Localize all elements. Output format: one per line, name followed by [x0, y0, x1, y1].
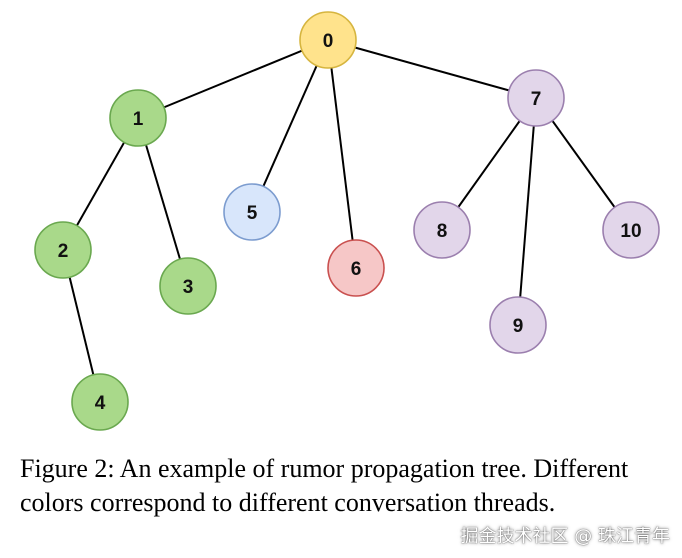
- node-10: 10: [602, 201, 660, 259]
- node-7: 7: [507, 69, 565, 127]
- node-circle-8: [413, 201, 471, 259]
- node-circle-9: [489, 296, 547, 354]
- node-label-4: 4: [95, 393, 106, 414]
- node-6: 6: [327, 239, 385, 297]
- node-label-10: 10: [620, 221, 641, 242]
- node-circle-0: [299, 11, 357, 69]
- edge-0-1: [137, 39, 329, 119]
- propagation-tree-diagram: 0 1 2 3 4 5 6 7 8 9 10: [34, 11, 660, 431]
- node-circle-5: [223, 183, 281, 241]
- node-label-0: 0: [323, 31, 334, 52]
- node-4: 4: [71, 373, 129, 431]
- node-circle-6: [327, 239, 385, 297]
- node-8: 8: [413, 201, 471, 259]
- node-label-5: 5: [247, 203, 258, 224]
- edge-0-5: [251, 39, 329, 213]
- edge-7-9: [517, 97, 537, 326]
- figure-caption: Figure 2: An example of rumor propagatio…: [20, 454, 629, 517]
- watermark-text: 掘金技术社区 @ 珠江青年: [460, 526, 670, 547]
- node-label-6: 6: [351, 259, 362, 280]
- node-label-8: 8: [437, 221, 448, 242]
- node-circle-10: [602, 201, 660, 259]
- node-circle-7: [507, 69, 565, 127]
- edge-0-7: [327, 39, 537, 99]
- node-circle-2: [34, 221, 92, 279]
- node-label-7: 7: [531, 89, 542, 110]
- node-label-1: 1: [133, 109, 144, 130]
- node-circle-4: [71, 373, 129, 431]
- node-circle-1: [109, 89, 167, 147]
- node-2: 2: [34, 221, 92, 279]
- tree-nodes: 0 1 2 3 4 5 6 7 8 9 10: [34, 11, 660, 431]
- node-label-9: 9: [513, 316, 524, 337]
- edge-1-3: [137, 117, 189, 287]
- node-label-2: 2: [58, 241, 69, 262]
- node-5: 5: [223, 183, 281, 241]
- node-3: 3: [159, 257, 217, 315]
- node-9: 9: [489, 296, 547, 354]
- node-circle-3: [159, 257, 217, 315]
- edge-0-6: [327, 39, 357, 269]
- node-0: 0: [299, 11, 357, 69]
- node-label-3: 3: [183, 277, 194, 298]
- node-1: 1: [109, 89, 167, 147]
